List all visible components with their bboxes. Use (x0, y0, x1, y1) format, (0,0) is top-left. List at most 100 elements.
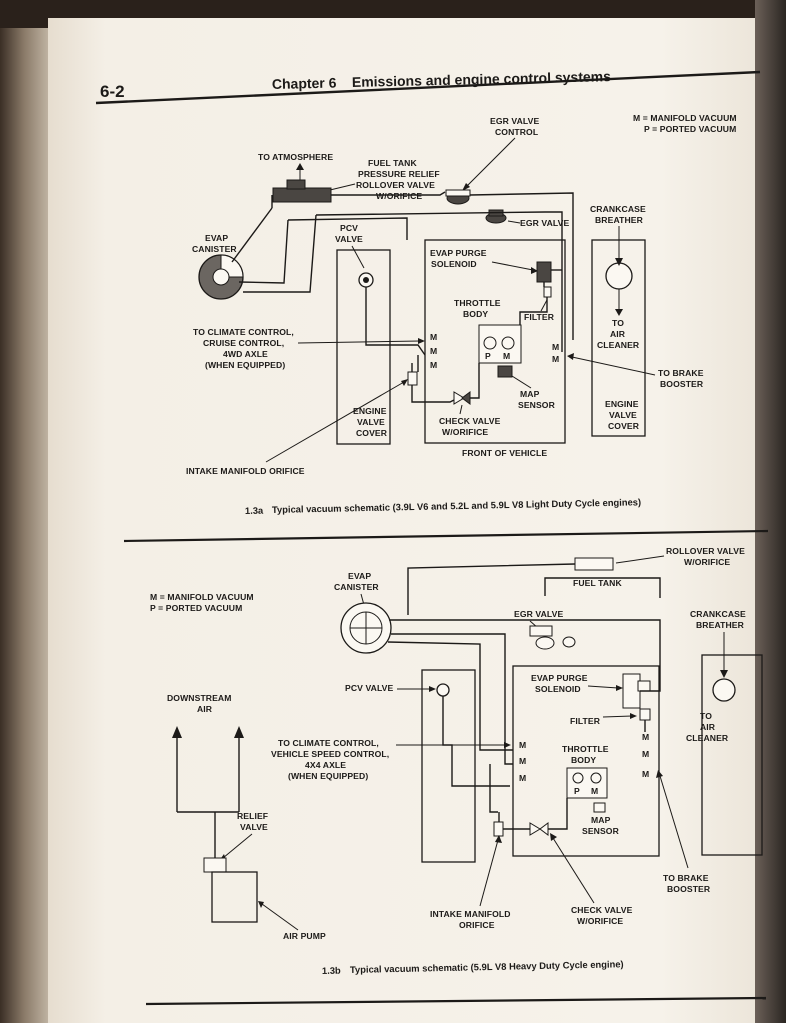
check-valve-icon (453, 391, 465, 405)
figure-1-3a: M = MANIFOLD VACUUM P = PORTED VACUUM EG… (186, 113, 737, 516)
check-valve-b-body (539, 822, 549, 836)
port-b-m-5: M (642, 749, 649, 759)
hose-filter-throttle (519, 297, 548, 325)
canister-hose-3 (243, 214, 317, 293)
check-valve-b-icon (529, 822, 541, 836)
brake-b-label-2: BOOSTER (667, 884, 711, 894)
throttle-label-2: BODY (463, 309, 488, 319)
right-cover-label-3: COVER (608, 421, 640, 431)
port-m-5: M (552, 354, 559, 364)
port-b-m-6: M (642, 769, 649, 779)
valve-cover-label-3: COVER (356, 428, 388, 438)
figure-1-3b: M = MANIFOLD VACUUM P = PORTED VACUUM EV… (150, 546, 763, 976)
chapter-label: Chapter 6 (272, 75, 337, 92)
binding-shadow (755, 0, 786, 1023)
map-sensor-label-1: MAP (520, 389, 540, 399)
relief-valve-label-2: PRESSURE RELIEF (358, 169, 440, 179)
caption-text-a: Typical vacuum schematic (3.9L V6 and 5.… (272, 496, 641, 515)
filter-leader (540, 299, 548, 312)
evap-canister-label-2: CANISTER (192, 244, 237, 254)
brake-b-label-1: TO BRAKE (663, 873, 709, 883)
arrow-icon (418, 338, 425, 344)
valve-cover-label-1: ENGINE (353, 406, 387, 416)
evap-purge-b-icon (622, 673, 641, 709)
filter-icon (543, 286, 552, 298)
filter-b-label: FILTER (570, 716, 601, 726)
hose-purge-b-up (640, 645, 661, 692)
throttle-bore-right (501, 336, 515, 350)
throttle-label-1: THROTTLE (454, 298, 501, 308)
right-cover-label-1: ENGINE (605, 399, 639, 409)
to-atmosphere-label: TO ATMOSPHERE (258, 152, 333, 162)
canister-center (212, 268, 230, 286)
filter-label: FILTER (524, 312, 555, 322)
throttle-port-m: M (503, 351, 510, 361)
air-cleaner-label-2: AIR (610, 329, 626, 339)
canister-hose-2 (238, 219, 289, 284)
crankcase-b-label-2: BREATHER (696, 620, 745, 630)
right-valve-cover-b (701, 654, 763, 856)
port-m-3: M (430, 360, 437, 370)
air-pump-icon (211, 871, 258, 923)
arrow-icon (615, 258, 623, 266)
brake-booster-label-2: BOOSTER (660, 379, 704, 389)
evap-purge-b-label-2: SOLENOID (535, 684, 581, 694)
downstream-label-1: DOWNSTREAM (167, 693, 232, 703)
legend-manifold-vacuum: M = MANIFOLD VACUUM (633, 113, 737, 123)
check-valve-label-1: CHECK VALVE (439, 416, 501, 426)
crankcase-breather-icon (605, 262, 633, 290)
port-m-4: M (552, 342, 559, 352)
arrow-up-icon (172, 726, 182, 738)
throttle-bore-left (483, 336, 497, 350)
throttle-b-port-p: P (574, 786, 580, 796)
fuel-tank-label: FUEL TANK (573, 578, 622, 588)
throttle-b-label-2: BODY (571, 755, 596, 765)
canister-hose-1 (231, 207, 273, 263)
hose-pcv-b (442, 696, 510, 787)
legend-b-ported: P = PORTED VACUUM (150, 603, 242, 613)
hose-tank-canister (407, 563, 576, 615)
legend-ported-vacuum: P = PORTED VACUUM (644, 124, 736, 134)
left-valve-cover-b (421, 669, 476, 863)
relief-b-label-2: VALVE (240, 822, 268, 832)
section-rule (123, 529, 769, 543)
orifice-b-leader (479, 839, 499, 907)
map-sensor-icon (497, 365, 513, 378)
pcv-b-label: PCV VALVE (345, 683, 394, 693)
arrow-icon (401, 379, 408, 386)
fuel-tank-outline (544, 577, 661, 598)
arrow-icon (258, 901, 264, 908)
pcv-label-2: VALVE (335, 234, 363, 244)
map-sensor-b-icon (593, 802, 606, 813)
air-cleaner-b-label-3: CLEANER (686, 733, 729, 743)
pcv-valve-dot (363, 277, 369, 283)
intake-orifice-label: INTAKE MANIFOLD ORIFICE (186, 466, 305, 476)
brake-booster-label-1: TO BRAKE (658, 368, 704, 378)
purge-b-port (637, 680, 651, 692)
throttle-b-bore-left (572, 772, 584, 784)
left-valve-cover (336, 249, 391, 445)
egr-valve-b-diaphragm (535, 636, 555, 650)
relief-b-leader (222, 833, 253, 859)
hose-canister-b-2 (391, 633, 506, 674)
arrow-up-icon (296, 163, 304, 170)
hose-check-throttle (470, 363, 480, 399)
intake-manifold-box-b (512, 665, 660, 857)
hose-b-manifold-2 (479, 668, 513, 751)
evap-canister-b-label-2: CANISTER (334, 582, 379, 592)
arrow-icon (495, 835, 502, 843)
orifice-leader (265, 381, 405, 463)
air-pump-leader (261, 903, 299, 931)
arrow-icon (429, 686, 436, 692)
egr-valve-control-label-2: CONTROL (495, 127, 538, 137)
arrow-icon (630, 713, 637, 719)
check-b-leader (552, 837, 595, 904)
air-cleaner-b-label-1: TO (700, 711, 712, 721)
intake-orifice-b-icon (493, 821, 504, 837)
hose-pcv-manifold (365, 287, 426, 356)
chapter-title: Emissions and engine control systems (352, 68, 612, 90)
pcv-label-1: PCV (340, 223, 358, 233)
intake-orifice-b-label-2: ORIFICE (459, 920, 495, 930)
port-m-1: M (430, 332, 437, 342)
relief-valve-b-icon (203, 857, 227, 873)
